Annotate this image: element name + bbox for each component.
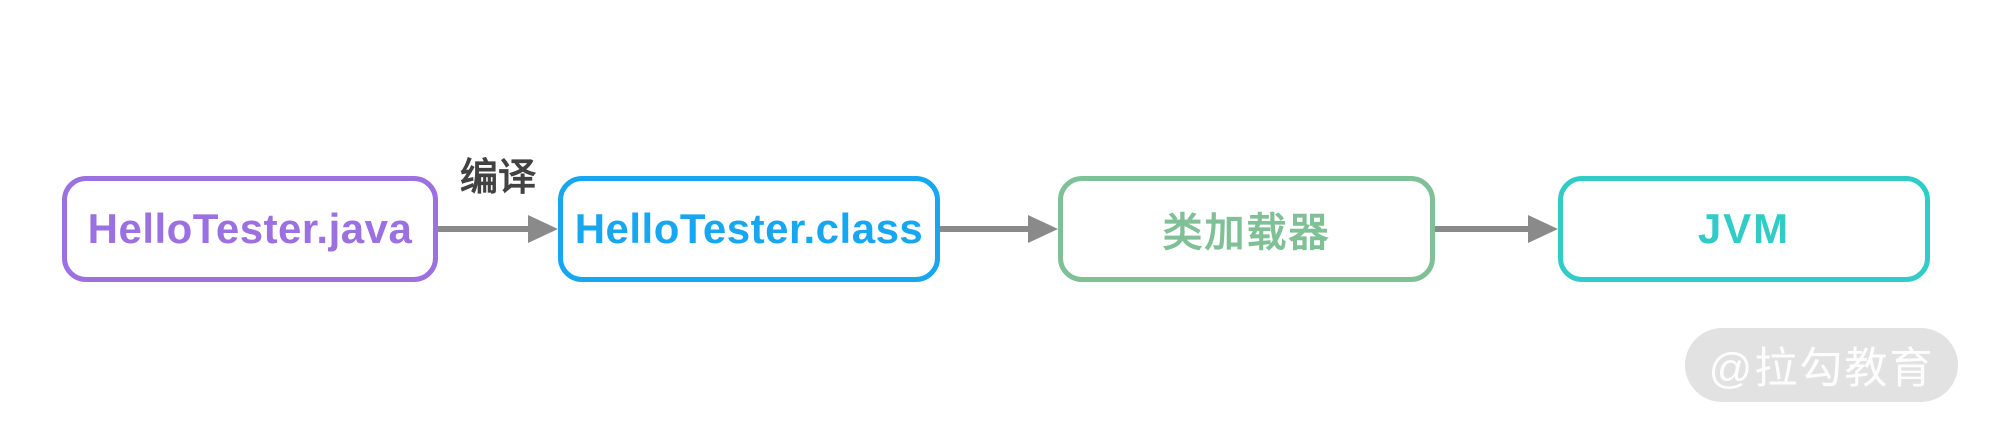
node-label: HelloTester.java xyxy=(87,205,413,252)
node-label: 类加载器 xyxy=(1162,211,1331,255)
node-label: JVM xyxy=(1697,205,1791,252)
arrow-to-jvm xyxy=(1435,215,1558,243)
node-class-loader: 类加载器 xyxy=(1058,176,1435,282)
watermark-badge: @拉勾教育 xyxy=(1685,328,1958,402)
node-java-source-file: HelloTester.java xyxy=(62,176,438,282)
arrow-line xyxy=(438,226,532,232)
arrow-compile xyxy=(438,215,558,243)
watermark-text: @拉勾教育 xyxy=(1708,345,1935,393)
node-jvm: JVM xyxy=(1558,176,1930,282)
arrow-head-icon xyxy=(528,215,558,243)
arrow-head-icon xyxy=(1028,215,1058,243)
arrow-line xyxy=(1435,226,1532,232)
arrow-to-class-loader xyxy=(940,215,1058,243)
edge-label-compile: 编译 xyxy=(459,157,536,199)
arrow-head-icon xyxy=(1528,215,1558,243)
arrow-line xyxy=(940,226,1032,232)
node-class-bytecode-file: HelloTester.class xyxy=(558,176,940,282)
node-label: HelloTester.class xyxy=(574,205,924,252)
